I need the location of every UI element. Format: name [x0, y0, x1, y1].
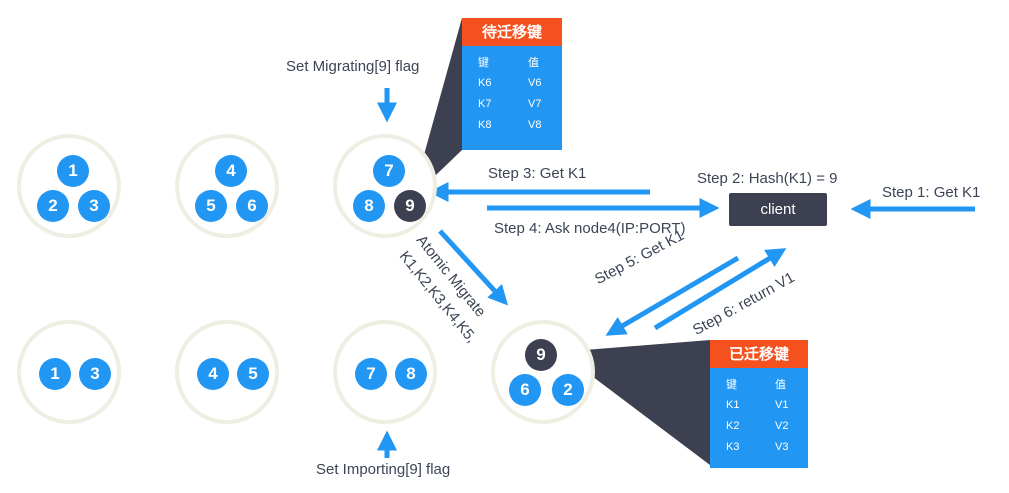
- column-header-key: 键: [478, 56, 489, 69]
- table-cell: V2: [775, 420, 789, 432]
- migrated-callout-pointer: [560, 340, 710, 465]
- pending-keys-table: 待迁移键 键 值 K6 V6 K7 V7 K8 V8: [462, 18, 562, 150]
- slot-badge: 1: [57, 155, 89, 187]
- step3-label: Step 3: Get K1: [488, 165, 587, 182]
- table-row: K2 V2: [710, 416, 808, 437]
- slot-badge: 3: [78, 190, 110, 222]
- table-cell: K6: [478, 77, 492, 89]
- slot-badge: 2: [37, 190, 69, 222]
- table-cell: V7: [528, 98, 542, 110]
- table-cell: K2: [726, 420, 740, 432]
- slot-badge-migrating: 9: [394, 190, 426, 222]
- client-box: client: [729, 193, 827, 226]
- node-bottom-1: 1 3: [17, 320, 121, 424]
- slot-badge: 7: [355, 358, 387, 390]
- slot-badge-imported: 9: [525, 339, 557, 371]
- node-top-2: 4 5 6: [175, 134, 279, 238]
- table-header-row: 键 值: [462, 52, 562, 73]
- table-cell: V8: [528, 119, 542, 131]
- column-header-key: 键: [726, 378, 737, 391]
- pending-keys-title: 待迁移键: [462, 18, 562, 46]
- migrated-keys-title: 已迁移键: [710, 340, 808, 368]
- table-cell: K8: [478, 119, 492, 131]
- node-top-3: 7 8 9: [333, 134, 437, 238]
- migrated-keys-table: 已迁移键 键 值 K1 V1 K2 V2 K3 V3: [710, 340, 808, 468]
- table-row: K3 V3: [710, 437, 808, 458]
- migrate-arrow: [438, 229, 509, 306]
- slot-badge: 2: [552, 374, 584, 406]
- step5-arrow: [605, 255, 740, 336]
- table-row: K1 V1: [710, 395, 808, 416]
- column-header-value: 值: [775, 378, 786, 391]
- node-top-1: 1 2 3: [17, 134, 121, 238]
- table-cell: K3: [726, 441, 740, 453]
- step6-arrow: [653, 248, 787, 331]
- slot-badge: 6: [236, 190, 268, 222]
- column-header-value: 值: [528, 56, 539, 69]
- step4-label: Step 4: Ask node4(IP:PORT): [494, 220, 686, 237]
- slot-badge: 8: [353, 190, 385, 222]
- importing-flag-label: Set Importing[9] flag: [316, 461, 451, 478]
- table-cell: V3: [775, 441, 789, 453]
- table-cell: K7: [478, 98, 492, 110]
- table-header-row: 键 值: [710, 374, 808, 395]
- slot-badge: 7: [373, 155, 405, 187]
- slot-badge: 5: [195, 190, 227, 222]
- table-row: K7 V7: [462, 94, 562, 115]
- node-bottom-4: 9 6 2: [491, 320, 595, 424]
- slot-badge: 5: [237, 358, 269, 390]
- slot-badge: 3: [79, 358, 111, 390]
- slot-badge: 4: [215, 155, 247, 187]
- slot-badge: 6: [509, 374, 541, 406]
- slot-badge: 8: [395, 358, 427, 390]
- table-cell: V6: [528, 77, 542, 89]
- slot-badge: 4: [197, 358, 229, 390]
- step2-label: Step 2: Hash(K1) = 9: [697, 170, 838, 187]
- slot-badge: 1: [39, 358, 71, 390]
- node-bottom-3: 7 8: [333, 320, 437, 424]
- step1-label: Step 1: Get K1: [882, 184, 981, 201]
- table-cell: K1: [726, 399, 740, 411]
- table-row: K8 V8: [462, 115, 562, 136]
- table-cell: V1: [775, 399, 789, 411]
- migrating-flag-label: Set Migrating[9] flag: [286, 58, 420, 75]
- table-row: K6 V6: [462, 73, 562, 94]
- node-bottom-2: 4 5: [175, 320, 279, 424]
